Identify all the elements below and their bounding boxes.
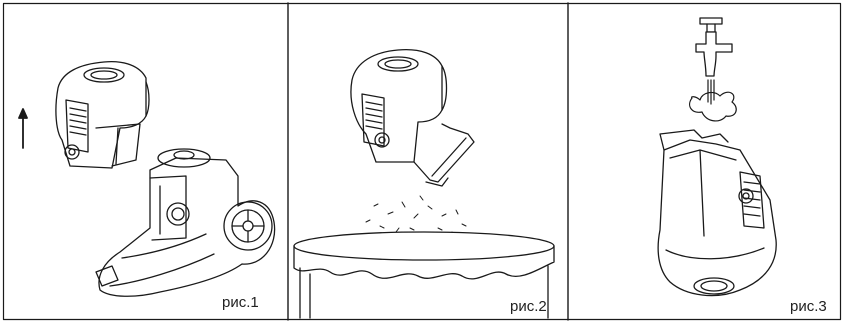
vacuum-body — [96, 149, 275, 296]
panel-2 — [294, 50, 554, 318]
up-arrow-icon — [19, 109, 27, 148]
panel-1 — [19, 62, 275, 297]
figure-label-2: рис.2 — [510, 298, 547, 315]
panel-3 — [658, 18, 776, 296]
dust-container-open — [351, 50, 474, 186]
figure-label-3: рис.3 — [790, 298, 827, 315]
figure-label-1: рис.1 — [222, 294, 259, 311]
water-stream-icon — [690, 80, 737, 121]
dust-container-rinse — [658, 130, 776, 296]
dust-container-lifted — [56, 62, 149, 168]
water-tap-icon — [696, 18, 732, 76]
